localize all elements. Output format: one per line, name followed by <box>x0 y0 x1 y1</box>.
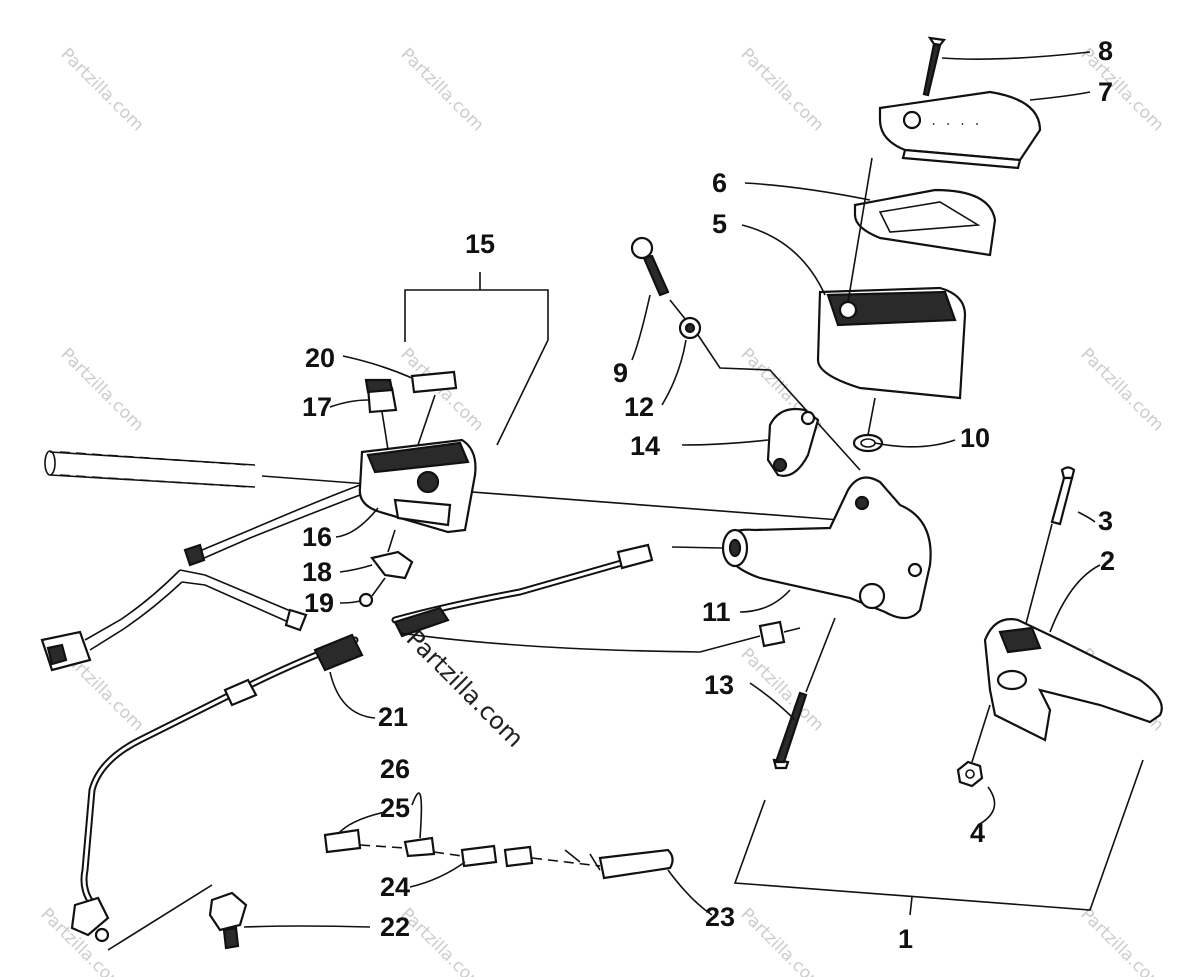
svg-text:. . . .: . . . . <box>930 114 981 128</box>
cover-screw <box>922 36 947 97</box>
callout-14: 14 <box>630 431 660 461</box>
watermark-text: Partzilla.com <box>1076 44 1167 135</box>
switch-bracket <box>370 529 414 580</box>
bracket-screw <box>358 577 386 608</box>
pivot-bolt <box>630 236 670 297</box>
watermark-center: Partzilla.com <box>401 624 529 752</box>
handlebar-clamp <box>766 407 820 477</box>
watermark-text: Partzilla.com <box>736 644 827 735</box>
callout-15: 15 <box>465 229 495 259</box>
callout-4: 4 <box>970 818 985 848</box>
brake-fitting <box>107 884 248 951</box>
switch-decal <box>410 370 458 446</box>
watermark-text: Partzilla.com <box>1076 904 1167 977</box>
master-cylinder <box>671 476 932 620</box>
callout-19: 19 <box>304 588 334 618</box>
lever-nut <box>956 704 991 788</box>
o-ring <box>852 397 884 453</box>
callout-8: 8 <box>1098 36 1113 66</box>
callout-20: 20 <box>305 343 335 373</box>
leader-lines <box>243 51 1101 928</box>
reservoir-gasket <box>853 188 997 257</box>
hydraulic-line <box>399 620 801 653</box>
callout-2: 2 <box>1100 546 1115 576</box>
callout-22: 22 <box>380 912 410 942</box>
callout-1: 1 <box>898 924 913 954</box>
callout-23: 23 <box>705 902 735 932</box>
callout-7: 7 <box>1098 77 1113 107</box>
callout-9: 9 <box>613 358 628 388</box>
watermark-text: Partzilla.com <box>396 44 487 135</box>
callout-16: 16 <box>302 522 332 552</box>
callout-25: 25 <box>380 793 410 823</box>
callout-3: 3 <box>1098 506 1113 536</box>
callout-24: 24 <box>380 872 410 902</box>
wiring-harness <box>40 484 361 672</box>
callout-26: 26 <box>380 754 410 784</box>
callout-6: 6 <box>712 168 727 198</box>
brake-cable <box>391 543 654 638</box>
callout-12: 12 <box>624 392 654 422</box>
watermark-text: Partzilla.com <box>736 44 827 135</box>
brake-reservoir <box>816 157 967 400</box>
watermark-text: Partzilla.com <box>736 904 827 977</box>
watermark-text: Partzilla.com <box>56 44 147 135</box>
callout-18: 18 <box>302 557 332 587</box>
watermark-text: Partzilla.com <box>396 904 487 977</box>
callout-21: 21 <box>378 702 408 732</box>
brake-line-21 <box>70 633 364 943</box>
switch-plug <box>364 378 398 451</box>
brake-lever <box>983 618 1163 742</box>
callout-17: 17 <box>302 392 332 422</box>
watermark-layer: Partzilla.com Partzilla.com Partzilla.co… <box>36 44 1167 977</box>
switch-housing <box>358 438 477 534</box>
callout-10: 10 <box>960 423 990 453</box>
callout-13: 13 <box>704 670 734 700</box>
callout-5: 5 <box>712 209 727 239</box>
group-bracket-15 <box>404 272 549 446</box>
callout-11: 11 <box>702 597 731 627</box>
reservoir-cover: . . . . <box>878 90 1042 170</box>
group-bracket-1 <box>733 759 1144 916</box>
handlebar <box>44 450 841 521</box>
watermark-text: Partzilla.com <box>56 344 147 435</box>
watermark-text: Partzilla.com <box>1076 344 1167 435</box>
connector-parts <box>323 828 674 880</box>
callout-labels: 1 2 3 4 5 6 7 8 9 10 11 12 13 14 15 16 1… <box>302 36 1115 954</box>
